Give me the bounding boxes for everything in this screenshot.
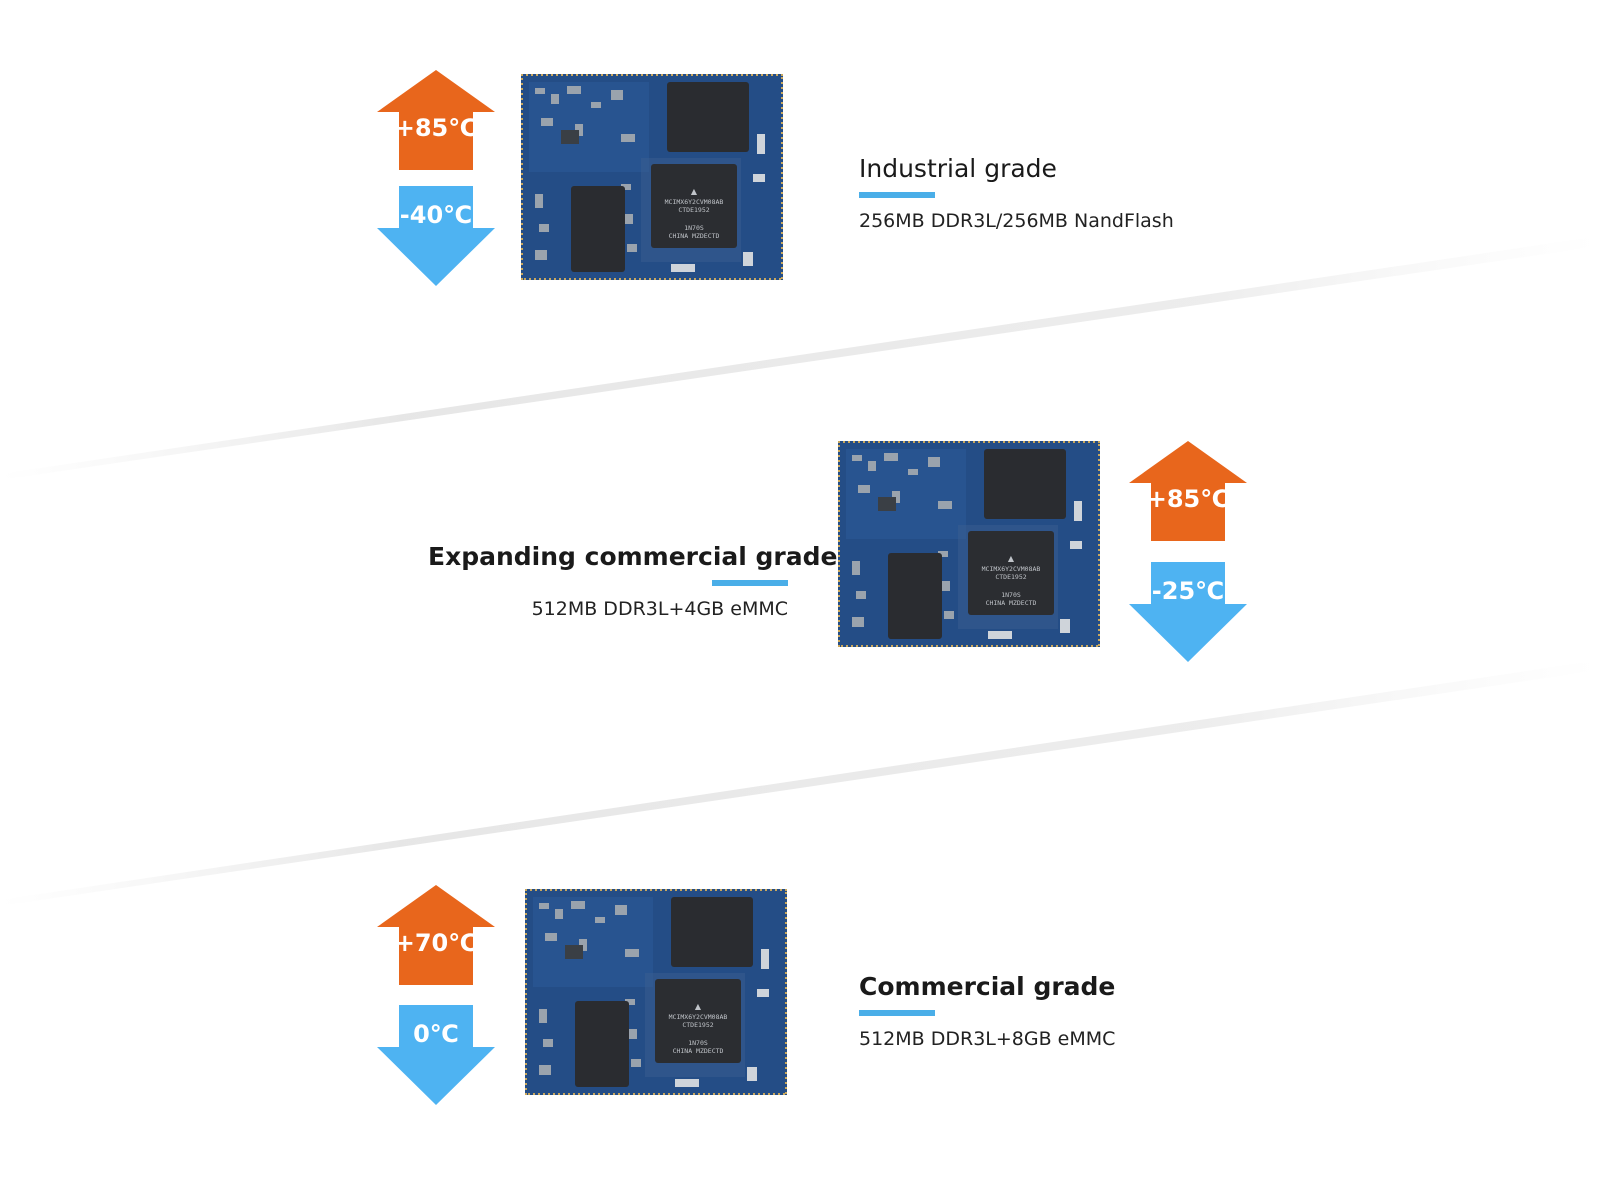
grade-spec: 512MB DDR3L+4GB eMMC (531, 598, 788, 620)
svg-text:MCIMX6Y2CVM08AB: MCIMX6Y2CVM08AB (982, 565, 1041, 573)
svg-text:▲: ▲ (691, 187, 698, 196)
svg-text:1N70S: 1N70S (684, 224, 704, 232)
grade-title-underline (712, 580, 788, 586)
svg-text:CHINA MZDECTD: CHINA MZDECTD (669, 232, 720, 240)
min-temp-arrow-down: -40℃ (377, 186, 495, 286)
min-temp-label: -40℃ (399, 201, 473, 229)
max-temp-arrow-up: +85℃ (1129, 441, 1247, 541)
arrow-up-icon (1129, 441, 1247, 541)
svg-text:CHINA MZDECTD: CHINA MZDECTD (673, 1047, 724, 1055)
core-module-board: ▲ MCIMX6Y2CVM08AB CTDE1952 1N70S CHINA M… (525, 889, 787, 1095)
arrow-up-icon (377, 70, 495, 170)
svg-text:MCIMX6Y2CVM08AB: MCIMX6Y2CVM08AB (669, 1013, 728, 1021)
svg-text:▲: ▲ (1008, 554, 1015, 563)
grade-title: Industrial grade (859, 154, 1057, 183)
max-temp-label: +85℃ (394, 114, 478, 142)
min-temp-arrow-down: 0℃ (377, 1005, 495, 1105)
svg-text:▲: ▲ (695, 1002, 702, 1011)
grade-title: Expanding commercial grade (428, 542, 838, 571)
svg-text:CTDE1952: CTDE1952 (995, 573, 1026, 581)
divider-1 (0, 236, 1600, 480)
core-module-board: ▲ MCIMX6Y2CVM08AB CTDE1952 1N70S CHINA M… (838, 441, 1100, 647)
grade-spec: 256MB DDR3L/256MB NandFlash (859, 210, 1174, 232)
max-temp-label: +85℃ (1146, 485, 1230, 513)
grade-title-underline (859, 192, 935, 198)
arrow-down-icon (377, 1005, 495, 1105)
min-temp-label: -25℃ (1151, 577, 1225, 605)
industrial-grade-block: Industrial grade 256MB DDR3L/256MB NandF… (859, 152, 1219, 232)
max-temp-label: +70℃ (394, 929, 478, 957)
min-temp-label: 0℃ (413, 1020, 459, 1048)
grade-title-underline (859, 1010, 935, 1016)
max-temp-arrow-up: +70℃ (377, 885, 495, 985)
arrow-up-icon (377, 885, 495, 985)
svg-text:1N70S: 1N70S (1001, 591, 1021, 599)
svg-text:1N70S: 1N70S (688, 1039, 708, 1047)
commercial-grade-block: Commercial grade 512MB DDR3L+8GB eMMC (859, 970, 1219, 1050)
svg-text:CTDE1952: CTDE1952 (682, 1021, 713, 1029)
max-temp-arrow-up: +85℃ (377, 70, 495, 170)
svg-text:CHINA MZDECTD: CHINA MZDECTD (986, 599, 1037, 607)
arrow-down-icon (377, 186, 495, 286)
grade-spec: 512MB DDR3L+8GB eMMC (859, 1028, 1116, 1050)
expanding-commercial-grade-block: Expanding commercial grade 512MB DDR3L+4… (428, 540, 838, 620)
min-temp-arrow-down: -25℃ (1129, 562, 1247, 662)
arrow-down-icon (1129, 562, 1247, 662)
svg-text:CTDE1952: CTDE1952 (678, 206, 709, 214)
core-module-board: ▲ MCIMX6Y2CVM08AB CTDE1952 1N70S CHINA M… (521, 74, 783, 280)
grade-title: Commercial grade (859, 972, 1116, 1001)
divider-2 (0, 660, 1600, 906)
svg-text:MCIMX6Y2CVM08AB: MCIMX6Y2CVM08AB (665, 198, 724, 206)
